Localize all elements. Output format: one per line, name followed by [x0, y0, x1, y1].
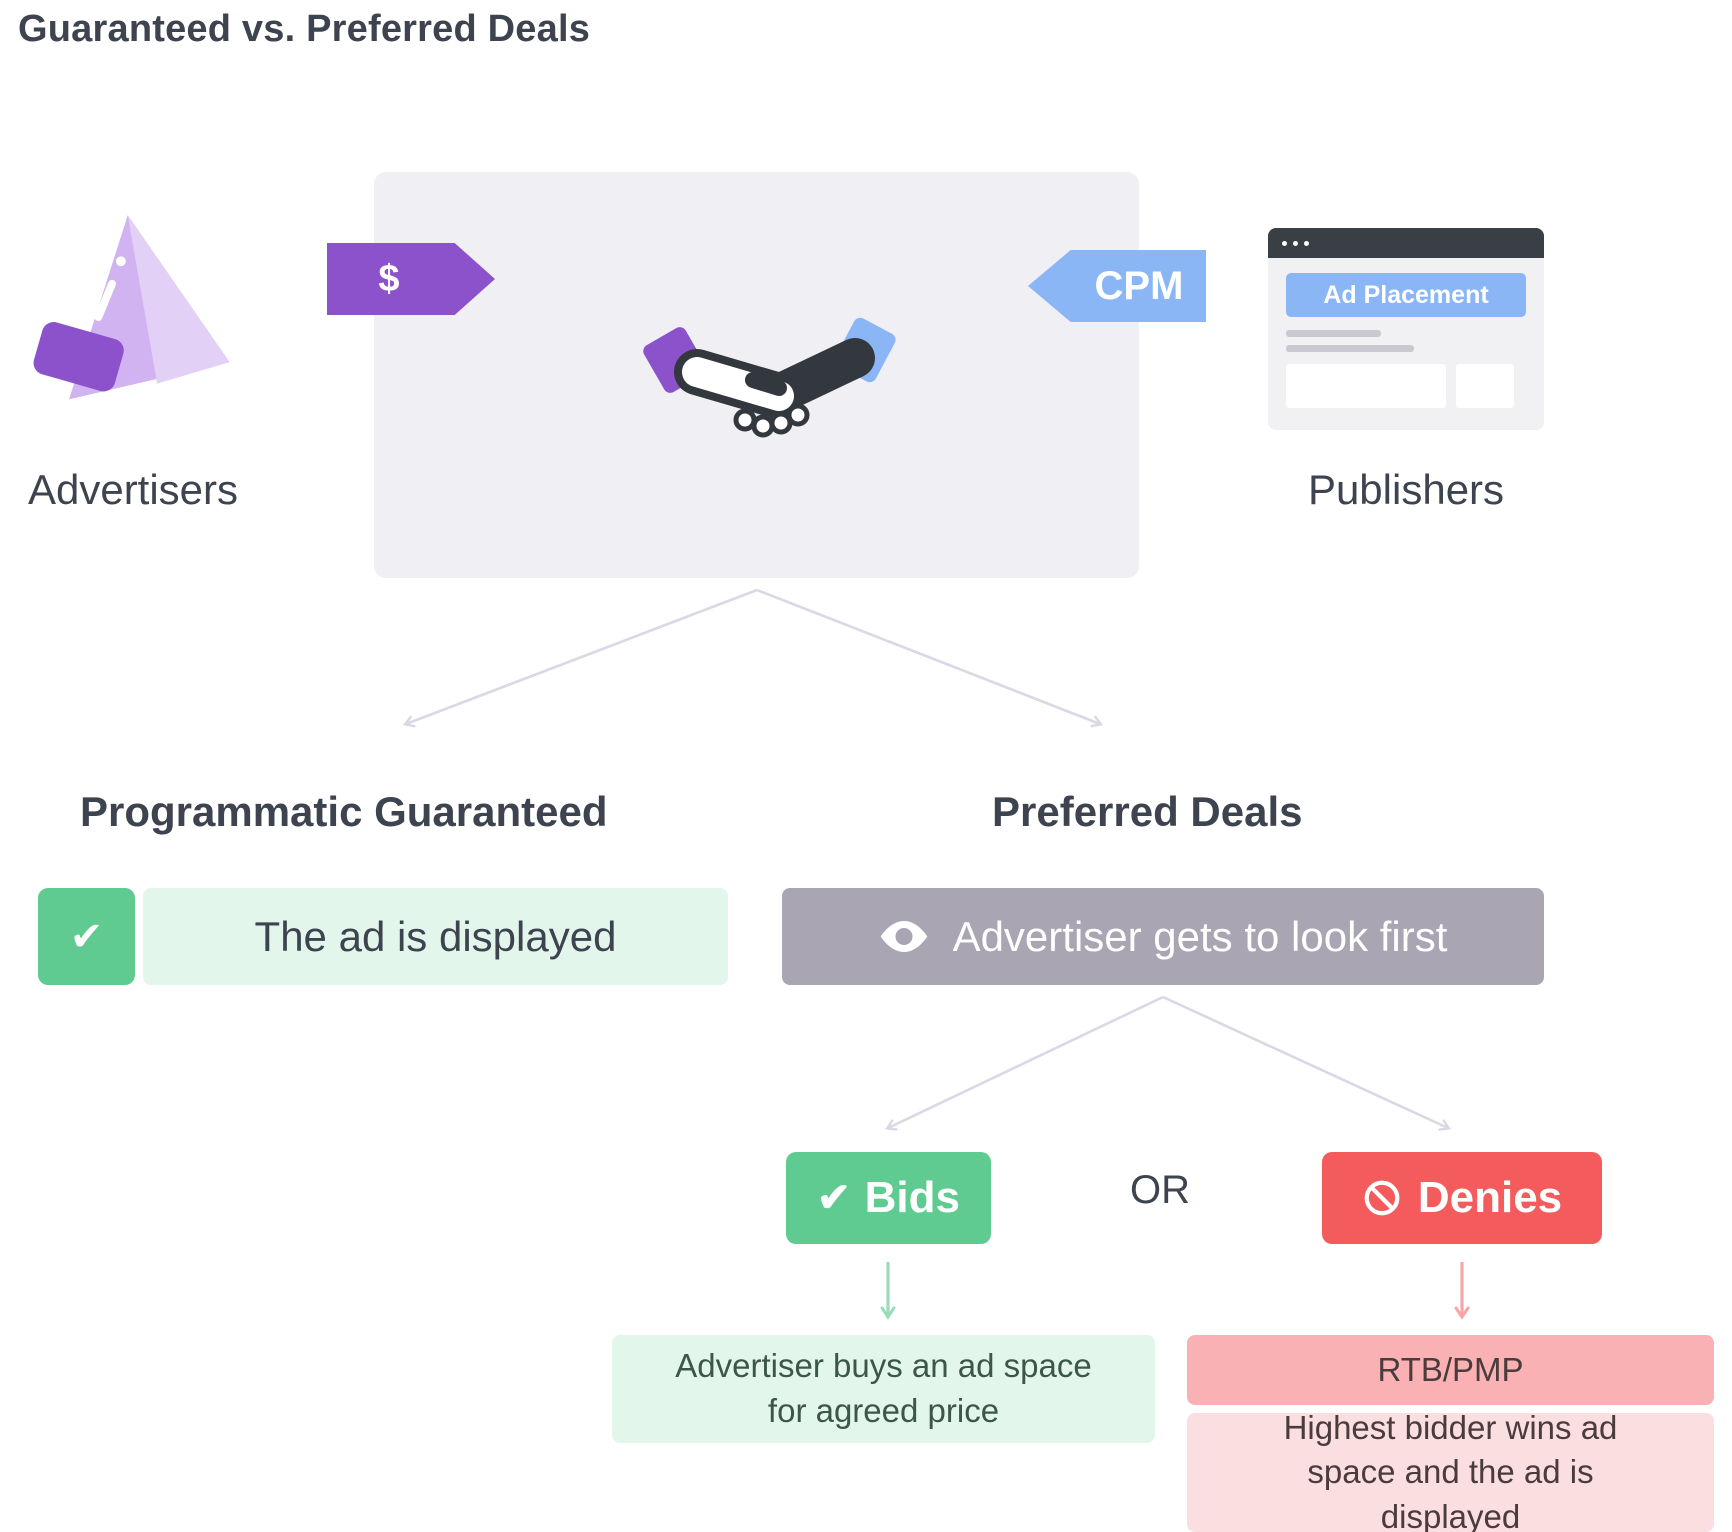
first-look-bar: Advertiser gets to look first	[782, 888, 1544, 985]
bids-outcome-label: Advertiser buys an ad space for agreed p…	[675, 1347, 1092, 1429]
preferred-deals-heading: Preferred Deals	[992, 788, 1303, 835]
ad-placement-label: Ad Placement	[1323, 280, 1489, 309]
handshake-icon	[643, 317, 896, 438]
bids-button: ✔ Bids	[786, 1152, 991, 1244]
denies-outcome-box: Highest bidder wins ad space and the ad …	[1187, 1409, 1714, 1532]
ad-displayed-label: The ad is displayed	[254, 912, 617, 960]
content-box-placeholder	[1456, 364, 1514, 408]
denies-down-arrow	[1454, 1262, 1470, 1320]
split-arrows-preferred	[885, 995, 1451, 1131]
bids-outcome-box: Advertiser buys an ad space for agreed p…	[612, 1335, 1155, 1443]
rtb-pmp-box: RTB/PMP	[1187, 1335, 1714, 1405]
programmatic-guaranteed-heading: Programmatic Guaranteed	[80, 788, 608, 835]
text-line-placeholder	[1286, 330, 1381, 337]
deny-icon	[1364, 1180, 1400, 1216]
or-label: OR	[1130, 1168, 1190, 1212]
dollar-tag: $	[327, 243, 495, 315]
check-icon: ✔	[69, 914, 104, 959]
publisher-browser-icon: Ad Placement	[1268, 228, 1544, 430]
bids-down-arrow	[880, 1262, 896, 1320]
denies-outcome-label: Highest bidder wins ad space and the ad …	[1283, 1408, 1618, 1532]
megaphone-icon	[33, 215, 230, 400]
window-dot-icon	[1293, 240, 1298, 246]
check-badge: ✔	[38, 888, 135, 985]
dollar-tag-label: $	[378, 257, 400, 300]
ad-displayed-box: The ad is displayed	[143, 888, 728, 985]
bids-label: Bids	[864, 1173, 960, 1222]
eye-icon	[880, 921, 927, 952]
split-arrows-top	[402, 588, 1104, 728]
rtb-pmp-label: RTB/PMP	[1377, 1351, 1524, 1388]
content-box-placeholder	[1286, 364, 1446, 408]
advertisers-label: Advertisers	[27, 466, 239, 513]
window-dot-icon	[1282, 240, 1287, 246]
window-dot-icon	[1304, 240, 1309, 246]
content-placeholders	[1286, 364, 1526, 408]
denies-button: Denies	[1322, 1152, 1602, 1244]
cpm-tag: CPM	[1028, 250, 1206, 322]
ad-placement-banner: Ad Placement	[1286, 273, 1526, 317]
denies-label: Denies	[1417, 1173, 1563, 1222]
first-look-label: Advertiser gets to look first	[952, 912, 1448, 960]
page-title: Guaranteed vs. Preferred Deals	[18, 8, 591, 50]
publishers-label: Publishers	[1307, 466, 1505, 513]
text-line-placeholder	[1286, 345, 1414, 352]
cpm-tag-label: CPM	[1094, 263, 1184, 308]
browser-titlebar	[1268, 228, 1544, 258]
check-icon: ✔	[817, 1176, 851, 1220]
